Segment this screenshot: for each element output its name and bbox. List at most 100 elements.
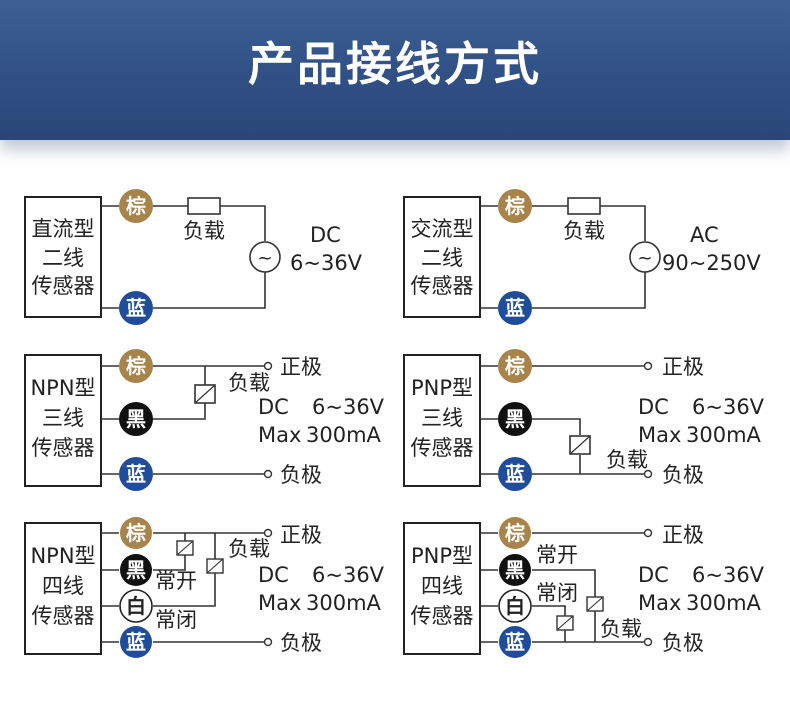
normally-open-label: 常开 — [536, 543, 578, 567]
sensor-box — [24, 354, 102, 487]
wire-blue-label: 蓝 — [126, 462, 146, 486]
supply-type: DC — [638, 395, 669, 419]
wire-brown-marker: 棕 — [120, 517, 152, 549]
normally-closed-label: 常闭 — [536, 581, 578, 605]
load-label: 负载 — [228, 371, 270, 395]
load-label: 负载 — [606, 448, 648, 472]
wire-white-label: 白 — [126, 594, 146, 618]
positive-label: 正极 — [280, 523, 322, 547]
sensor-label-line1: 直流型 — [32, 217, 95, 241]
normally-closed-label: 常闭 — [155, 608, 197, 632]
sensor-label-line1: NPN型 — [30, 544, 95, 568]
wire-white-marker: 白 — [119, 589, 153, 623]
supply-symbol — [629, 241, 661, 273]
wire-black-marker: 黑 — [498, 402, 532, 436]
sensor-label-line3: 传感器 — [32, 604, 95, 628]
wire-brown-marker: 棕 — [499, 517, 531, 549]
positive-label: 正极 — [662, 355, 704, 379]
wire-black-marker: 黑 — [120, 554, 152, 586]
load-coil — [567, 197, 601, 215]
supply-range: 6~36V — [312, 395, 385, 419]
sensor-box — [24, 196, 102, 318]
negative-label: 负极 — [280, 463, 322, 487]
load-label: 负载 — [183, 219, 225, 243]
sensor-box — [403, 196, 481, 318]
wire-brown-label: 棕 — [505, 194, 525, 218]
wire-white-marker: 白 — [498, 589, 532, 623]
wire-black-label: 黑 — [126, 558, 146, 582]
wire-black-marker: 黑 — [119, 402, 153, 436]
supply-type: DC — [258, 395, 289, 419]
sensor-label-line3: 传感器 — [411, 604, 474, 628]
negative-label: 负极 — [662, 463, 704, 487]
sensor-label-line2: 四线 — [42, 574, 84, 598]
positive-label: 正极 — [662, 523, 704, 547]
positive-label: 正极 — [280, 355, 322, 379]
sensor-box — [403, 354, 481, 487]
sensor-box — [403, 522, 481, 655]
diagram-pnp-four-wire: PNP型 四线 传感器 常开 常闭 负载 正极 负极 DC 6~36V Max … — [403, 517, 765, 658]
max-current: 300mA — [306, 423, 382, 447]
diagram-npn-three-wire: NPN型 三线 传感器 负载 正极 负极 DC 6~36V Max 300mA … — [24, 349, 385, 491]
sensor-label-line3: 传感器 — [32, 274, 95, 298]
max-label: Max — [258, 423, 301, 447]
wire-brown-marker: 棕 — [498, 349, 532, 383]
wire-blue-label: 蓝 — [126, 630, 146, 654]
supply-type: AC — [690, 223, 719, 247]
wire-blue-label: 蓝 — [126, 296, 146, 320]
wire-blue-marker: 蓝 — [498, 291, 532, 325]
supply-range: 6~36V — [692, 395, 765, 419]
supply-symbol — [249, 241, 281, 273]
max-label: Max — [638, 591, 681, 615]
sensor-box — [24, 522, 102, 655]
wire-blue-marker: 蓝 — [119, 457, 153, 491]
wire-blue-label: 蓝 — [505, 296, 525, 320]
wire-blue-marker: 蓝 — [119, 291, 153, 325]
sensor-label-line1: PNP型 — [411, 544, 473, 568]
wire-brown-label: 棕 — [126, 521, 146, 545]
wire-black-marker: 黑 — [499, 554, 531, 586]
sensor-label-line2: 三线 — [42, 406, 84, 430]
wire-brown-label: 棕 — [505, 521, 525, 545]
sensor-label-line2: 四线 — [421, 574, 463, 598]
sensor-label-line1: NPN型 — [30, 376, 95, 400]
wire-blue-label: 蓝 — [505, 630, 525, 654]
sensor-label-line2: 二线 — [421, 246, 463, 270]
supply-type: DC — [310, 223, 341, 247]
normally-open-label: 常开 — [155, 569, 197, 593]
diagram-pnp-three-wire: PNP型 三线 传感器 负载 正极 负极 DC 6~36V Max 300mA … — [403, 349, 765, 491]
wire-blue-marker: 蓝 — [498, 457, 532, 491]
max-label: Max — [638, 423, 681, 447]
sensor-label-line2: 三线 — [421, 406, 463, 430]
max-label: Max — [258, 591, 301, 615]
wire-brown-label: 棕 — [126, 354, 146, 378]
max-current: 300mA — [686, 423, 762, 447]
diagram-ac-two-wire: 交流型 二线 传感器 负载 ~ AC 90~250V 棕 蓝 — [403, 189, 761, 325]
wire-brown-marker: 棕 — [498, 189, 532, 223]
load-label: 负载 — [600, 617, 642, 641]
wire-black-label: 黑 — [505, 407, 525, 431]
wire-white-label: 白 — [505, 594, 525, 618]
page-title: 产品接线方式 — [248, 37, 542, 91]
supply-range: 6~36V — [312, 563, 385, 587]
sensor-label-line1: PNP型 — [411, 376, 473, 400]
wire-brown-marker: 棕 — [119, 189, 153, 223]
load-label: 负载 — [563, 219, 605, 243]
negative-label: 负极 — [280, 631, 322, 655]
sensor-label-line2: 二线 — [42, 246, 84, 270]
max-current: 300mA — [686, 591, 762, 615]
title-banner: 产品接线方式 — [0, 0, 790, 140]
wire-blue-marker: 蓝 — [499, 626, 531, 658]
wire-brown-label: 棕 — [505, 354, 525, 378]
sensor-label-line1: 交流型 — [411, 217, 474, 241]
wire-blue-marker: 蓝 — [120, 626, 152, 658]
wire-black-label: 黑 — [505, 558, 525, 582]
diagram-dc-two-wire: 直流型 二线 传感器 负载 ~ DC 6~36V 棕 蓝 — [24, 189, 363, 325]
svg-text:~: ~ — [257, 248, 272, 269]
wire-black-label: 黑 — [126, 407, 146, 431]
load-coil — [187, 197, 221, 215]
sensor-label-line3: 传感器 — [411, 274, 474, 298]
wire-brown-label: 棕 — [126, 194, 146, 218]
supply-type: DC — [638, 563, 669, 587]
